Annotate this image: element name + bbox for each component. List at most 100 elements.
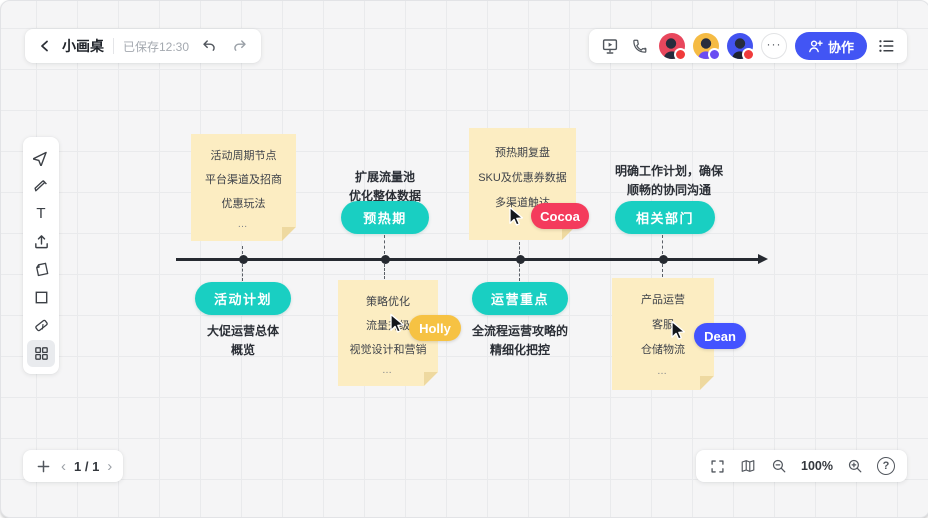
zoom-in-icon [848, 459, 862, 473]
dashed-connector [242, 264, 243, 281]
plus-icon [37, 460, 49, 472]
stage-pill[interactable]: 预热期 [341, 201, 429, 234]
back-button[interactable] [35, 33, 53, 59]
sticky-note-icon [35, 262, 48, 277]
fullscreen-button[interactable] [708, 453, 726, 479]
redo-icon [234, 40, 246, 51]
collaborate-label: 协作 [827, 39, 854, 55]
timeline-dot[interactable] [516, 254, 525, 264]
dashed-connector [662, 235, 663, 254]
redo-button[interactable] [229, 33, 251, 59]
collaborator-avatar[interactable] [692, 33, 721, 61]
sticky-line: 优惠玩法 [221, 198, 266, 210]
zoom-out-icon [772, 459, 786, 473]
text-block[interactable]: 明确工作计划，确保 顺畅的协同沟通 [598, 162, 740, 200]
sticky-line: 策略优化 [366, 296, 410, 308]
header-right-bar: ··· 协作 [588, 29, 907, 63]
sticky-line: 视觉设计和营销 [349, 344, 427, 356]
square-shape-icon [35, 291, 47, 304]
tool-shape[interactable] [27, 284, 55, 311]
text-block[interactable]: 扩展流量池 优化整体数据 [325, 168, 445, 206]
collaborator-avatar[interactable] [658, 33, 687, 61]
tool-select[interactable] [27, 144, 55, 171]
dashed-connector [662, 264, 663, 277]
sticky-line: … [237, 219, 250, 230]
tool-upload[interactable] [27, 228, 55, 255]
timeline-dot[interactable] [659, 254, 668, 264]
timeline-line[interactable] [176, 258, 760, 261]
sticky-line: SKU及优惠券数据 [478, 172, 567, 184]
map-icon [741, 460, 755, 472]
text-line: 顺畅的协同沟通 [626, 183, 711, 197]
tool-templates[interactable] [27, 340, 55, 367]
text-line: 精细化把控 [489, 343, 550, 357]
present-button[interactable] [599, 33, 621, 59]
zoom-in-button[interactable] [846, 453, 864, 479]
next-page-button[interactable]: › [107, 457, 113, 475]
dashed-connector [242, 246, 243, 254]
more-button[interactable]: ··· [760, 33, 787, 59]
divider [113, 38, 114, 54]
sticky-line: 流量升级 [366, 320, 410, 332]
text-tool-icon: T [36, 205, 46, 222]
tool-note[interactable] [27, 256, 55, 283]
timeline-dot[interactable] [239, 254, 248, 264]
tool-pen[interactable] [27, 172, 55, 199]
tool-sidebar: T [23, 137, 59, 374]
user-cursor-label: Cocoa [531, 203, 589, 229]
stage-pill[interactable]: 相关部门 [615, 201, 715, 234]
dashed-connector [384, 264, 385, 279]
dashed-connector [384, 235, 385, 254]
collaborator-avatar[interactable] [726, 33, 755, 61]
text-line: 概览 [230, 343, 255, 357]
sticky-line: 客服 [652, 319, 674, 331]
help-button[interactable]: ? [877, 457, 895, 475]
collaborate-button[interactable]: 协作 [794, 32, 867, 60]
board-title: 小画桌 [62, 38, 104, 54]
tool-text[interactable]: T [27, 200, 55, 227]
timeline-arrowhead [758, 253, 768, 264]
select-arrow-icon [32, 151, 47, 166]
sticky-line: 仓储物流 [641, 344, 685, 356]
text-line: 大促运营总体 [206, 324, 279, 338]
sticky-line: 产品运营 [641, 294, 685, 306]
stage-pill[interactable]: 运营重点 [472, 282, 568, 315]
page-controls-bar: ‹ 1 / 1 › [23, 450, 124, 482]
text-block[interactable]: 大促运营总体 概览 [193, 322, 293, 360]
dashed-connector [519, 264, 520, 281]
page-indicator: 1 / 1 [74, 458, 100, 474]
fullscreen-icon [710, 459, 724, 473]
undo-button[interactable] [198, 33, 220, 59]
header-left-bar: 小画桌 已保存12:30 [25, 29, 262, 63]
sticky-line: 预热期复盘 [495, 147, 550, 159]
save-status: 已保存12:30 [123, 39, 190, 54]
presence-dot [741, 48, 755, 61]
add-page-button[interactable] [33, 453, 53, 479]
prev-page-button[interactable]: ‹ [61, 457, 66, 475]
text-line: 明确工作计划，确保 [614, 164, 723, 178]
sticky-line: … [657, 366, 669, 377]
timeline-dot[interactable] [381, 254, 390, 264]
text-block[interactable]: 全流程运营攻略的 精细化把控 [458, 322, 582, 360]
user-cursor-label: Dean [694, 323, 746, 349]
eraser-icon [34, 319, 48, 332]
tool-eraser[interactable] [27, 312, 55, 339]
invite-person-icon [809, 39, 823, 52]
sticky-note[interactable]: 活动周期节点 平台渠道及招商 优惠玩法 … [191, 134, 296, 241]
text-line: 扩展流量池 [354, 170, 415, 184]
stage-pill[interactable]: 活动计划 [195, 282, 291, 315]
phone-icon [633, 39, 647, 53]
back-chevron-icon [40, 40, 48, 52]
presence-dot [707, 48, 721, 61]
text-line: 全流程运营攻略的 [471, 324, 568, 338]
board-list-button[interactable] [875, 33, 897, 59]
list-icon [878, 40, 893, 52]
dashed-connector [519, 242, 520, 254]
zoom-level: 100% [801, 459, 833, 473]
call-button[interactable] [629, 33, 651, 59]
pen-icon [33, 180, 47, 192]
presence-dot [673, 48, 687, 61]
zoom-out-button[interactable] [770, 453, 788, 479]
minimap-button[interactable] [739, 453, 757, 479]
